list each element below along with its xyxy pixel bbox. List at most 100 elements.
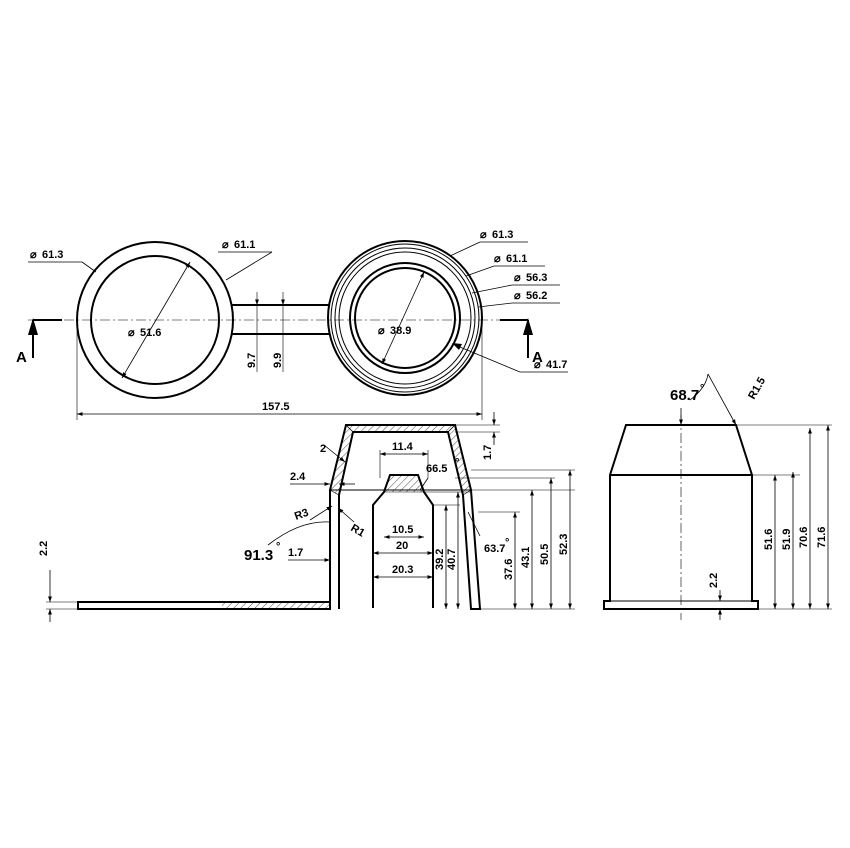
dim-angle-in: 66.5 °	[419, 457, 459, 491]
dim-label-loop-outer: 61.3	[42, 249, 63, 261]
dim-tab-widths: 9.7 9.9	[246, 292, 285, 372]
dim-label-top-wall: 2	[320, 443, 326, 455]
dim-r3: R3	[293, 505, 333, 523]
dim-flange-thickness: 2.2	[38, 541, 78, 622]
dim-wall-thickness: 2.4	[290, 471, 355, 486]
dim-label-cap-outer: 61.3	[492, 229, 513, 241]
dim-label-h431: 43.1	[520, 547, 532, 568]
dim-overall-length: 157.5	[76, 320, 483, 420]
dim-label-angle-base: 91.3	[244, 547, 273, 564]
dim-label-w20: 20	[396, 540, 408, 552]
svg-text:°: °	[505, 537, 509, 549]
section-label-right: A	[532, 349, 543, 366]
dim-label-h523: 52.3	[558, 534, 570, 555]
dim-label-tab-a: 9.7	[246, 353, 258, 368]
cap-ring-3	[338, 251, 472, 385]
dim-cap-ring2: ⌀ 56.3	[471, 272, 560, 294]
side-view: 68.7 ° R1.5 51.6 51.9 70.6 71.6 2.2	[603, 373, 832, 620]
dim-label-h505: 50.5	[539, 544, 551, 565]
dim-label-h716: 71.6	[816, 527, 828, 548]
dim-neck-width: 11.4	[379, 441, 429, 478]
dim-label-r3: R3	[293, 507, 310, 523]
dim-heights-side: 51.6 51.9 70.6 71.6	[736, 424, 832, 610]
svg-text:⌀: ⌀	[222, 239, 229, 251]
wall-hatch-left	[329, 424, 354, 496]
svg-text:⌀: ⌀	[534, 359, 541, 371]
cap-inner-circle	[354, 267, 456, 369]
dim-label-tab-b: 9.9	[272, 353, 284, 368]
dim-taper-angle: 68.7 °	[670, 373, 709, 425]
dim-label-h519: 51.9	[781, 529, 793, 550]
dim-label-wall: 2.4	[290, 471, 306, 483]
dim-loop-inner: ⌀ 51.6	[121, 261, 191, 379]
tether-strip	[231, 304, 330, 335]
dim-label-neck-width: 11.4	[392, 441, 414, 453]
cap-ring-1	[330, 243, 480, 393]
dim-r15: R1.5	[707, 373, 768, 426]
dim-label-cap-inner: 38.9	[390, 325, 411, 337]
dim-cap-inner: ⌀ 38.9	[378, 271, 425, 365]
dim-angle-base: 91.3 °	[244, 521, 331, 564]
dim-loop-mid: ⌀ 61.1	[218, 239, 273, 281]
dim-top-wall: 2	[320, 443, 346, 463]
dim-label-flange-thickness: 2.2	[38, 541, 50, 556]
svg-text:⌀: ⌀	[378, 325, 385, 337]
section-label-left: A	[16, 349, 27, 366]
svg-text:⌀: ⌀	[514, 272, 521, 284]
dim-label-h376: 37.6	[503, 559, 515, 580]
top-view: A A ⌀ 61.3 ⌀ 61.1 ⌀ 51.6	[16, 229, 568, 420]
cap-outer-circle	[327, 240, 483, 396]
svg-text:⌀: ⌀	[494, 253, 501, 265]
dim-label-r15: R1.5	[746, 375, 768, 401]
dim-label-h407: 40.7	[446, 549, 458, 570]
dim-label-loop-inner: 51.6	[140, 327, 161, 339]
dim-label-angle-in: 66.5	[426, 463, 447, 475]
dim-label-overall-length: 157.5	[262, 401, 290, 413]
dim-cap-outer: ⌀ 61.3	[449, 229, 528, 257]
dim-label-taper-angle: 68.7	[670, 387, 699, 404]
wall-hatch-top	[345, 424, 456, 433]
plug-head-hatch	[383, 474, 425, 493]
dim-label-cap-ring2: 56.3	[526, 272, 547, 284]
dim-label-base-thickness: 2.2	[708, 573, 720, 588]
dim-label-loop-mid: 61.1	[234, 239, 255, 251]
dim-label-cap-inner2: 41.7	[546, 359, 567, 371]
svg-text:⌀: ⌀	[480, 229, 487, 241]
svg-text:°: °	[700, 383, 704, 395]
dim-label-h516: 51.6	[763, 529, 775, 550]
dim-loop-outer: ⌀ 61.3	[28, 249, 97, 273]
svg-text:⌀: ⌀	[128, 327, 135, 339]
dim-cap-ring3: ⌀ 56.2	[477, 290, 560, 308]
cap-ring-4	[349, 262, 461, 374]
svg-text:⌀: ⌀	[30, 249, 37, 261]
dim-label-base-step: 1.7	[288, 547, 303, 559]
flange-hatch	[222, 602, 330, 609]
dim-base-thickness: 2.2	[708, 573, 722, 620]
svg-text:°: °	[455, 457, 459, 469]
dim-angle-out: 63.7 °	[467, 511, 509, 555]
dim-label-w203: 20.3	[392, 564, 413, 576]
dim-heights-section: 39.2 40.7 37.6 43.1 50.5 52.3	[424, 469, 575, 610]
dim-top-step: 1.7	[455, 412, 500, 460]
dim-base-step: 1.7	[288, 547, 330, 562]
dim-label-cap-ring3: 56.2	[526, 290, 547, 302]
dim-w203: 20.3	[373, 564, 433, 579]
dim-cap-inner2: ⌀ 41.7	[452, 343, 568, 373]
dim-w20: 20	[373, 540, 433, 555]
dim-label-top-step: 1.7	[482, 445, 494, 460]
dim-w105: 10.5	[384, 524, 424, 539]
section-marker-left: A	[16, 318, 62, 366]
dim-label-w105: 10.5	[392, 524, 413, 536]
dim-label-h706: 70.6	[798, 527, 810, 548]
cap-ring-2	[334, 247, 476, 389]
svg-text:°: °	[276, 541, 280, 553]
svg-text:⌀: ⌀	[514, 290, 521, 302]
section-marker-right: A	[500, 318, 543, 366]
dim-label-r1: R1	[349, 522, 367, 539]
dim-label-cap-ring1: 61.1	[506, 253, 527, 265]
dim-label-angle-out: 63.7	[484, 543, 505, 555]
dim-label-h392: 39.2	[434, 549, 446, 570]
dim-r1: R1	[337, 507, 367, 540]
dim-cap-ring1: ⌀ 61.1	[465, 253, 545, 277]
